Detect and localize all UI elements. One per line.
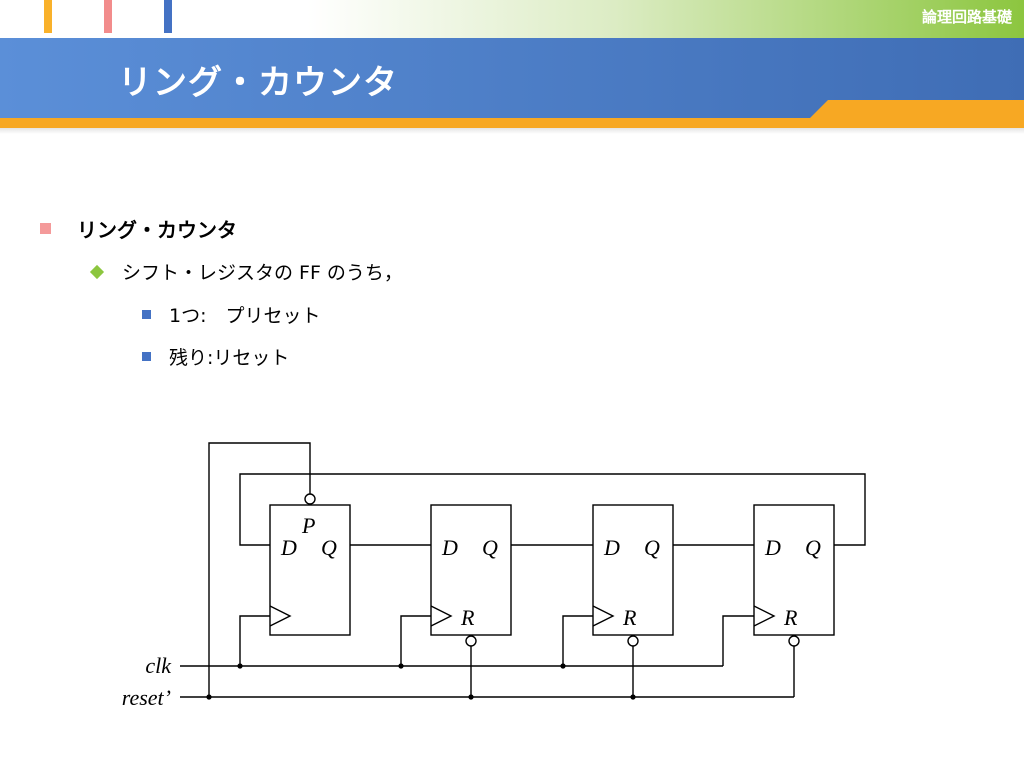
- bullet-level2-text: シフト・レジスタの FF のうち，: [122, 262, 403, 284]
- junction-dot-icon: [398, 663, 404, 669]
- accent-bar-pink: [104, 0, 112, 33]
- ff4-q-label: Q: [805, 535, 821, 560]
- clk-input-label: clk: [145, 653, 172, 678]
- ff3-q-label: Q: [644, 535, 660, 560]
- reset-bubble-icon: [627, 635, 639, 647]
- reset-bubble-icon: [788, 635, 800, 647]
- course-label: 論理回路基礎: [921, 8, 1012, 26]
- bullet-level3-preset-text: 1つ: プリセット: [169, 305, 321, 327]
- accent-bar-orange: [44, 0, 52, 33]
- bullet-level3-reset-text: 残り:リセット: [169, 347, 290, 369]
- clock-triangle-icon: [430, 605, 453, 627]
- junction-dot-icon: [560, 663, 566, 669]
- bullet-level2: シフト・レジスタの FF のうち，: [89, 258, 403, 285]
- junction-dot-icon: [206, 694, 212, 700]
- wire-clk-ff1: [239, 615, 270, 666]
- bullet-level1-text: リング・カウンタ: [77, 218, 237, 242]
- junction-dot-icon: [468, 694, 474, 700]
- slide-title: リング・カウンタ: [118, 63, 398, 103]
- orange-tab: [810, 100, 1024, 118]
- reset-input-label: reset’: [122, 685, 171, 710]
- ff2-d-label: D: [441, 535, 458, 560]
- bullet-level3-reset: 残り:リセット: [142, 343, 289, 370]
- ff1-preset-label: P: [301, 513, 315, 538]
- ff4-reset-label: R: [783, 605, 798, 630]
- wire-feedback: [239, 473, 866, 546]
- wire-clk-ff2: [400, 615, 431, 666]
- clock-triangle-icon: [269, 605, 292, 627]
- ff1-d-label: D: [280, 535, 297, 560]
- preset-bubble-icon: [304, 493, 316, 505]
- ff3-reset-label: R: [622, 605, 637, 630]
- clock-triangle-icon: [753, 605, 776, 627]
- junction-dot-icon: [237, 663, 243, 669]
- pink-square-bullet-icon: [40, 223, 51, 234]
- clock-triangle-icon: [592, 605, 615, 627]
- wire-preset: [208, 442, 311, 697]
- ff2-reset-label: R: [460, 605, 475, 630]
- junction-dot-icon: [630, 694, 636, 700]
- bullet-level1: リング・カウンタ: [40, 214, 237, 243]
- reset-bubble-icon: [465, 635, 477, 647]
- ff2-q-label: Q: [482, 535, 498, 560]
- header-shadow: [0, 128, 1024, 134]
- wire-clk-ff4: [722, 615, 754, 666]
- bullet-level3-preset: 1つ: プリセット: [142, 301, 321, 328]
- accent-bar-blue: [164, 0, 172, 33]
- orange-strip: [0, 118, 1024, 128]
- blue-square-bullet-icon: [142, 310, 151, 319]
- ff3-d-label: D: [603, 535, 620, 560]
- ff4-d-label: D: [764, 535, 781, 560]
- ff1-q-label: Q: [321, 535, 337, 560]
- wire-clk-ff3: [562, 615, 593, 666]
- blue-square-bullet-icon: [142, 352, 151, 361]
